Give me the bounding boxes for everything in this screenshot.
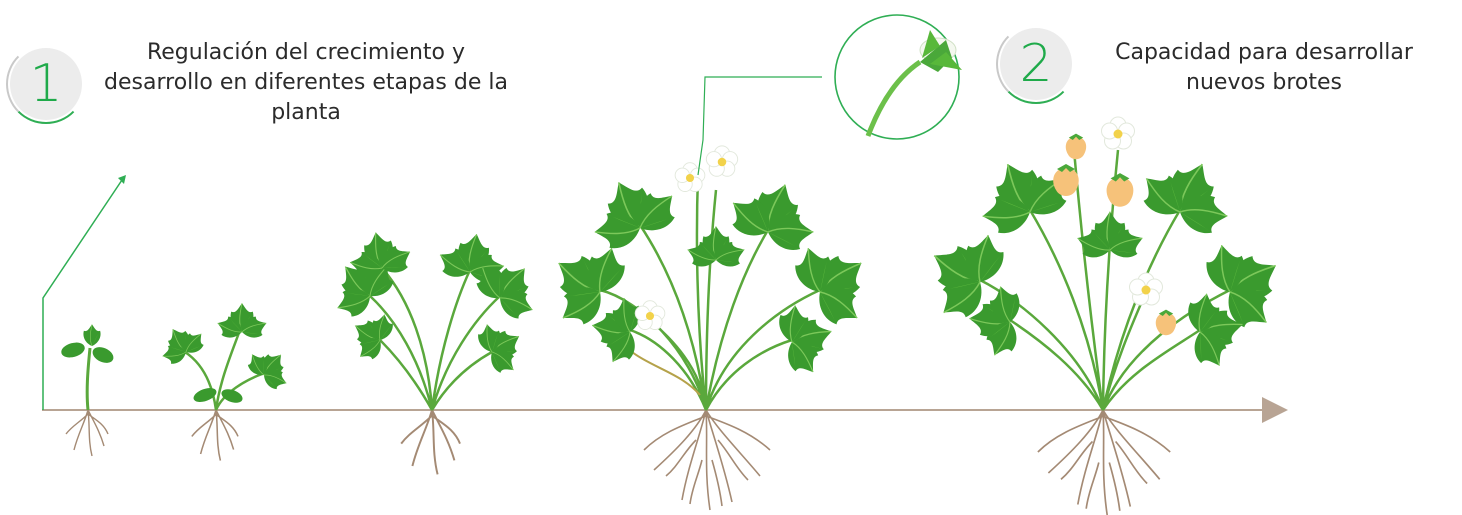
flower-mark bbox=[706, 146, 737, 176]
fruit-mark bbox=[1107, 173, 1134, 207]
magnified-flower-bud bbox=[835, 15, 962, 139]
fruit-mark bbox=[1156, 310, 1176, 336]
step-1-badge: 1 bbox=[10, 48, 82, 120]
step-2-number: 2 bbox=[1019, 34, 1052, 94]
plant-seedling bbox=[60, 324, 116, 456]
plant-fruiting bbox=[909, 117, 1302, 515]
axis-arrowhead bbox=[1262, 397, 1288, 423]
plant-young bbox=[151, 303, 301, 460]
plant-flowering bbox=[531, 77, 890, 510]
step-1-number: 1 bbox=[29, 54, 62, 114]
flower-mark bbox=[1130, 273, 1163, 305]
fruit-mark bbox=[1066, 134, 1086, 160]
flower-mark bbox=[1102, 117, 1135, 149]
growth-arrow bbox=[43, 175, 126, 410]
plant-growing bbox=[317, 226, 553, 474]
step-2-caption: Capacidad para desarrollar nuevos brotes bbox=[1078, 38, 1450, 98]
step-1-caption: Regulación del crecimiento y desarrollo … bbox=[92, 38, 520, 128]
step-2-badge: 2 bbox=[1000, 28, 1072, 100]
flower-mark bbox=[635, 301, 665, 330]
flower-mark bbox=[675, 163, 705, 192]
